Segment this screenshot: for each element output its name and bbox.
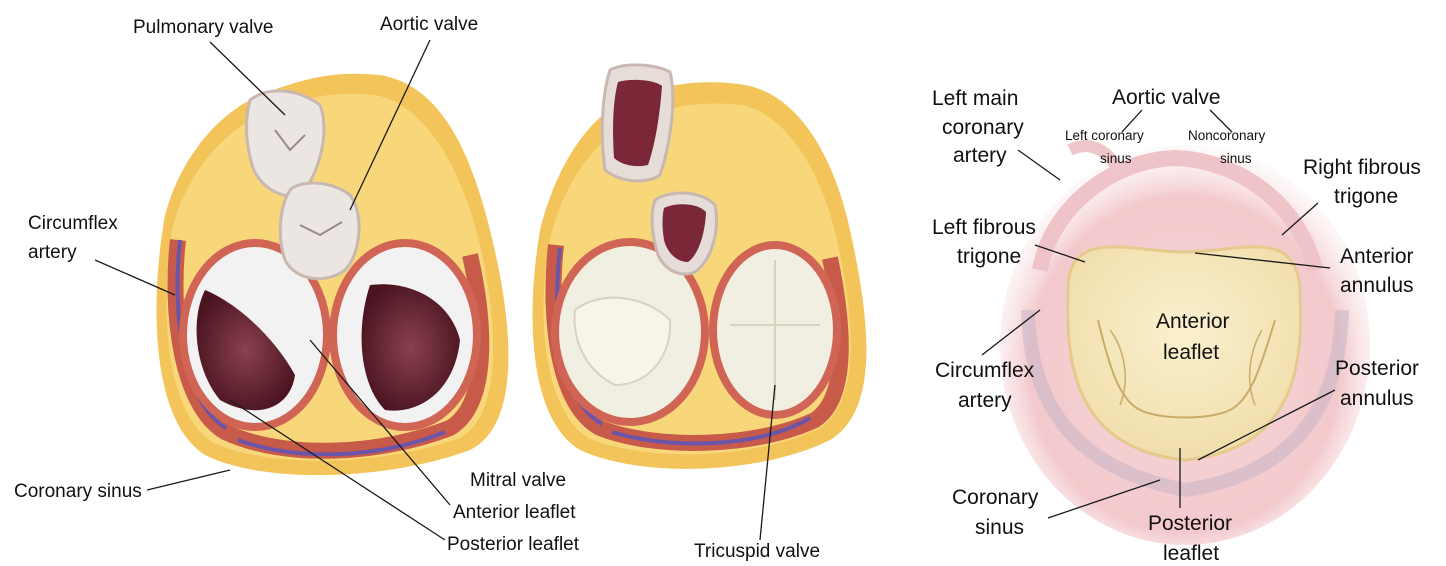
- label-left-main-line2: coronary: [942, 116, 1024, 139]
- label-anterior-leaflet-line2: leaflet: [1163, 341, 1219, 364]
- label-posterior-annulus-line2: annulus: [1340, 387, 1414, 410]
- label-mitral-valve: Mitral valve: [470, 470, 566, 491]
- label-circumflex-right-line2: artery: [958, 389, 1012, 412]
- label-left-main-line1: Left main: [932, 87, 1018, 110]
- label-anterior-annulus-line2: annulus: [1340, 274, 1414, 297]
- heart-open-illustration: [156, 74, 508, 475]
- label-aortic-valve-right: Aortic valve: [1112, 86, 1221, 109]
- label-left-fibrous-line2: trigone: [957, 245, 1021, 268]
- label-right-fibrous-line2: trigone: [1334, 185, 1398, 208]
- label-anterior-leaflet: Anterior leaflet: [453, 502, 576, 523]
- label-posterior-leaflet: Posterior leaflet: [447, 534, 580, 555]
- label-anterior-leaflet-line1: Anterior: [1156, 310, 1230, 333]
- label-noncoronary-sinus-line2: sinus: [1220, 151, 1252, 166]
- label-coronary-sinus: Coronary sinus: [14, 481, 142, 502]
- label-noncoronary-sinus-line1: Noncoronary: [1188, 128, 1266, 143]
- label-circumflex-line1: Circumflex: [28, 213, 118, 234]
- label-left-coronary-sinus-line1: Left coronary: [1065, 128, 1144, 143]
- label-posterior-leaflet-right-line2: leaflet: [1163, 542, 1219, 565]
- label-tricuspid-valve: Tricuspid valve: [694, 541, 820, 562]
- label-coronary-sinus-right-line2: sinus: [975, 516, 1024, 539]
- label-circumflex-line2: artery: [28, 242, 77, 263]
- label-right-fibrous-line1: Right fibrous: [1303, 156, 1421, 179]
- heart-closed-illustration: [533, 65, 867, 469]
- label-coronary-sinus-right-line1: Coronary: [952, 486, 1039, 509]
- label-aortic-valve: Aortic valve: [380, 14, 478, 35]
- label-left-main-line3: artery: [953, 144, 1007, 167]
- label-posterior-annulus-line1: Posterior: [1335, 357, 1419, 380]
- label-posterior-leaflet-right-line1: Posterior: [1148, 512, 1232, 535]
- label-left-fibrous-line1: Left fibrous: [932, 216, 1036, 239]
- label-circumflex-right-line1: Circumflex: [935, 359, 1035, 382]
- label-left-coronary-sinus-line2: sinus: [1100, 151, 1132, 166]
- label-pulmonary-valve: Pulmonary valve: [133, 17, 273, 38]
- label-anterior-annulus-line1: Anterior: [1340, 245, 1414, 268]
